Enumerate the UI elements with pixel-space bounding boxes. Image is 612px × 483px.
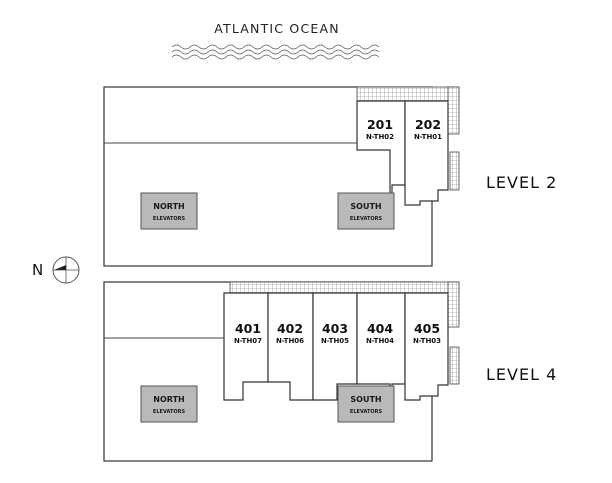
north-label: N — [32, 261, 43, 279]
unit-405-outline — [404, 292, 449, 401]
south-elevators — [337, 385, 395, 423]
south-elevators — [337, 192, 395, 230]
south-elevators-label: SOUTH — [350, 202, 381, 211]
unit-number: 402 — [277, 321, 303, 336]
balcony — [229, 281, 460, 294]
unit-code: N-TH01 — [414, 133, 442, 141]
ocean-label: ATLANTIC OCEAN — [214, 21, 340, 36]
unit-code: N-TH03 — [413, 337, 441, 345]
unit-number: 405 — [414, 321, 440, 336]
unit-code: N-TH07 — [234, 337, 262, 345]
north-elevators — [140, 192, 198, 230]
unit-403-outline — [312, 292, 358, 401]
balcony — [356, 86, 460, 102]
level-label: LEVEL 2 — [486, 173, 557, 192]
north-elevators-label: NORTH — [153, 202, 184, 211]
balcony — [449, 151, 460, 191]
north-elevators-sublabel: ELEVATORS — [153, 409, 186, 415]
level-label: LEVEL 4 — [486, 365, 557, 384]
south-elevators-sublabel: ELEVATORS — [350, 216, 383, 222]
south-elevators-sublabel: ELEVATORS — [350, 409, 383, 415]
south-elevators-label: SOUTH — [350, 395, 381, 404]
unit-number: 403 — [322, 321, 348, 336]
balcony — [447, 86, 460, 135]
level-2-plan: NORTH ELEVATORS SOUTH ELEVATORS 201 N-TH… — [103, 86, 557, 267]
north-elevators — [140, 385, 198, 423]
north-arrow-icon — [52, 256, 80, 284]
balcony — [447, 281, 460, 328]
unit-number: 401 — [235, 321, 261, 336]
north-elevators-label: NORTH — [153, 395, 184, 404]
unit-202-outline — [404, 100, 449, 206]
level-4-plan: NORTH ELEVATORS SOUTH ELEVATORS 401 N-TH… — [103, 281, 557, 462]
ocean-waves-icon — [171, 44, 380, 60]
balcony — [449, 346, 460, 385]
unit-number: 404 — [367, 321, 393, 336]
unit-number: 202 — [415, 117, 441, 132]
unit-code: N-TH04 — [366, 337, 394, 345]
unit-number: 201 — [367, 117, 393, 132]
unit-code: N-TH02 — [366, 133, 394, 141]
north-elevators-sublabel: ELEVATORS — [153, 216, 186, 222]
unit-code: N-TH06 — [276, 337, 304, 345]
unit-code: N-TH05 — [321, 337, 349, 345]
